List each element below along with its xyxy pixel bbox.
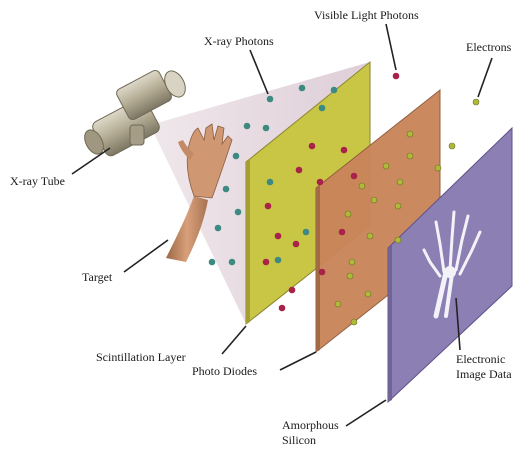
photo-diodes-label: Photo Diodes <box>192 364 257 379</box>
electrons-label: Electrons <box>466 40 511 55</box>
xray-tube-label: X-ray Tube <box>10 174 65 189</box>
electron <box>473 99 479 105</box>
visible-photon <box>351 173 358 180</box>
visible-photon <box>279 305 286 312</box>
xray-photon <box>215 225 222 232</box>
visible-photon <box>319 269 326 276</box>
xray-photon <box>209 259 216 266</box>
xray-photon <box>233 153 240 160</box>
leader-line-visible-light <box>386 24 396 70</box>
leader-line-target <box>124 240 168 272</box>
visible-photon <box>393 73 400 80</box>
visible-photon <box>265 203 272 210</box>
electronic-image-data-label: Electronic Image Data <box>456 352 512 382</box>
visible-photon <box>275 233 282 240</box>
visible-photon <box>341 147 348 154</box>
xray-photon <box>319 105 326 112</box>
visible-photon <box>263 259 270 266</box>
scintillation-layer-label: Scintillation Layer <box>96 350 186 365</box>
xray-photons-label: X-ray Photons <box>204 34 274 49</box>
xray-photon <box>267 179 274 186</box>
electron <box>449 143 455 149</box>
electron <box>371 197 377 203</box>
electron <box>367 233 373 239</box>
xray-photon <box>299 85 306 92</box>
xray-photon <box>275 257 282 264</box>
visible-photon <box>339 229 346 236</box>
electron <box>365 291 371 297</box>
electron <box>383 163 389 169</box>
leader-line-electrons <box>478 58 492 97</box>
leader-line-xray-tube <box>72 148 110 174</box>
visible-photon <box>309 143 316 150</box>
leader-line-photo-diodes <box>280 352 316 370</box>
electron <box>335 301 341 307</box>
leader-line-amorphous-silicon <box>346 400 386 426</box>
electron <box>407 131 413 137</box>
xray-photon <box>223 186 230 193</box>
electron <box>435 165 441 171</box>
electron <box>349 259 355 265</box>
visible-photon <box>317 179 324 186</box>
electron <box>407 153 413 159</box>
visible-photon <box>296 167 303 174</box>
leader-line-xray-photons <box>250 50 268 94</box>
electron <box>395 237 401 243</box>
amorphous-silicon-label: Amorphous Silicon <box>282 418 339 448</box>
electronic-image-data-label-line1: Electronic <box>456 352 512 367</box>
xray-photon <box>229 259 236 266</box>
electron <box>359 183 365 189</box>
leader-line-scintillation <box>222 326 246 354</box>
electron <box>397 179 403 185</box>
amorphous-silicon-label-line2: Silicon <box>282 433 339 448</box>
electron <box>351 319 357 325</box>
amorphous-silicon-label-line1: Amorphous <box>282 418 339 433</box>
visible-light-photons-label: Visible Light Photons <box>314 8 419 23</box>
xray-photon <box>235 209 242 216</box>
xray-photon <box>263 125 270 132</box>
target-label: Target <box>82 270 112 285</box>
electron <box>345 211 351 217</box>
xray-photon <box>303 229 310 236</box>
xray-photon <box>267 96 274 103</box>
electron <box>395 203 401 209</box>
visible-photon <box>289 287 296 294</box>
xray-photon <box>331 87 338 94</box>
visible-photon <box>293 241 300 248</box>
xray-photon <box>244 123 251 130</box>
electronic-image-data-label-line2: Image Data <box>456 367 512 382</box>
electron <box>347 273 353 279</box>
